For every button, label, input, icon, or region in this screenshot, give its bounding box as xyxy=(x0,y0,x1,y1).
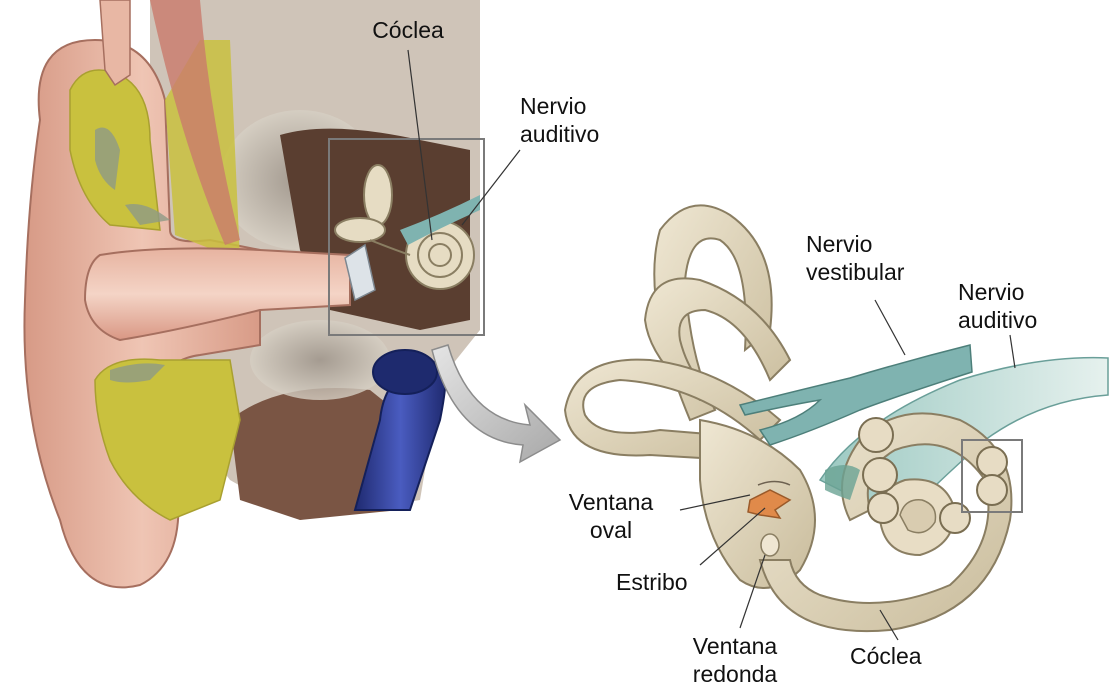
zoom-arrow xyxy=(432,345,560,462)
label-line: Ventana xyxy=(680,632,790,660)
label-nervio-vestibular: Nervio vestibular xyxy=(806,230,904,286)
label-line: Ventana xyxy=(556,488,666,516)
label-line: redonda xyxy=(680,660,790,688)
vein-opening xyxy=(373,350,437,394)
label-coclea-top: Cóclea xyxy=(360,16,456,44)
temporal-bone-lower xyxy=(250,320,390,400)
label-estribo: Estribo xyxy=(616,568,688,596)
label-line: Nervio xyxy=(958,278,1037,306)
round-window xyxy=(761,534,779,556)
label-ventana-oval: Ventana oval xyxy=(556,488,666,544)
outer-ear-section xyxy=(24,0,484,587)
label-line: vestibular xyxy=(806,258,904,286)
label-ventana-redonda: Ventana redonda xyxy=(680,632,790,688)
label-coclea-bottom: Cóclea xyxy=(850,642,922,670)
label-nervio-auditivo-top: Nervio auditivo xyxy=(520,92,599,148)
label-line: auditivo xyxy=(958,306,1037,334)
label-nervio-auditivo-right: Nervio auditivo xyxy=(958,278,1037,334)
label-line: Nervio xyxy=(806,230,904,258)
label-line: auditivo xyxy=(520,120,599,148)
label-line: Nervio xyxy=(520,92,599,120)
label-line: oval xyxy=(556,516,666,544)
